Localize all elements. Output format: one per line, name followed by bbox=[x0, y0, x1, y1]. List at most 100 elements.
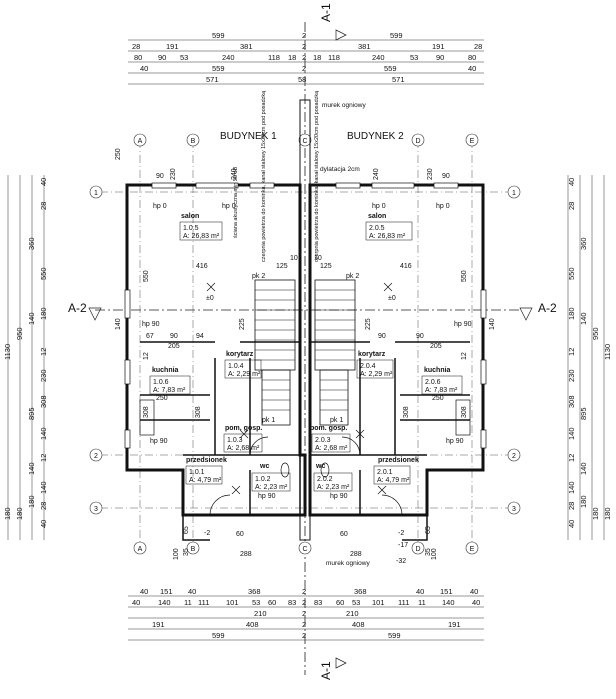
room-tag-box bbox=[185, 465, 223, 485]
dim-bottom: 210 bbox=[254, 609, 267, 618]
dim-inner: 230 bbox=[427, 168, 434, 180]
dim-right: 40 bbox=[567, 178, 576, 186]
dim-inner: 225 bbox=[239, 318, 246, 330]
room-name: pom. gosp. bbox=[310, 425, 347, 432]
dim-right: 12 bbox=[567, 348, 576, 356]
dim-left: 40 bbox=[39, 178, 48, 186]
dim-top: 90 bbox=[436, 53, 444, 62]
dim-left: 1130 bbox=[3, 344, 12, 360]
dim-top: 2 bbox=[302, 64, 306, 73]
dim-bottom: 53 bbox=[252, 598, 260, 607]
axis-label: 1 bbox=[94, 190, 98, 197]
room-tag-box bbox=[251, 472, 291, 492]
room-name: korytarz bbox=[358, 351, 386, 358]
dim-bottom: 408 bbox=[352, 620, 365, 629]
level-marker: -32 bbox=[396, 558, 406, 565]
toilet-icon bbox=[280, 462, 290, 478]
dim-left: 12 bbox=[39, 348, 48, 356]
room-number: 1.0.2 bbox=[255, 476, 271, 483]
dim-top: 18 bbox=[288, 53, 296, 62]
room-tag-box bbox=[223, 433, 263, 453]
dim-inner: 12 bbox=[461, 352, 468, 360]
room-tag-box bbox=[311, 433, 351, 453]
dim-top: 2 bbox=[302, 31, 306, 40]
axis-label: 2 bbox=[512, 453, 516, 460]
dim-bottom: 2 bbox=[302, 587, 306, 596]
dim-top: 40 bbox=[140, 64, 148, 73]
dim-bottom: 140 bbox=[158, 598, 171, 607]
section-arrow-icon bbox=[519, 307, 533, 321]
dim-inner: 35 bbox=[425, 548, 432, 556]
dim-bottom: 40 bbox=[470, 587, 478, 596]
level-marker: ±0 bbox=[388, 295, 396, 302]
dim-inner: 250 bbox=[156, 395, 168, 402]
level-marker: -2 bbox=[204, 530, 210, 537]
dim-bottom: 2 bbox=[302, 609, 306, 618]
window-height-label: hp 0 bbox=[436, 203, 450, 210]
kitchen-counter-icon bbox=[455, 399, 471, 436]
window-height-label: hp 90 bbox=[330, 493, 348, 500]
dim-bottom: 83 bbox=[314, 598, 322, 607]
axis-label: A bbox=[138, 546, 143, 553]
dim-right: 950 bbox=[591, 327, 600, 340]
dim-inner: 416 bbox=[400, 263, 412, 270]
dim-top: 240 bbox=[222, 53, 235, 62]
note-firewall-top: murek ogniowy bbox=[322, 102, 366, 109]
axis-label: E bbox=[470, 138, 475, 145]
room-tag-box bbox=[179, 221, 223, 241]
door-swing-icon bbox=[209, 494, 231, 516]
dim-left: 12 bbox=[39, 454, 48, 462]
room-area: A: 2,29 m² bbox=[228, 371, 261, 378]
dim-top: 118 bbox=[268, 53, 280, 62]
dim-right: 40 bbox=[567, 520, 576, 528]
dim-bottom: 191 bbox=[448, 620, 461, 629]
window-height-label: hp 0 bbox=[153, 203, 167, 210]
room-tag-box bbox=[373, 465, 411, 485]
door-swing-icon bbox=[381, 494, 403, 516]
dim-bottom: 40 bbox=[416, 587, 424, 596]
room-area: A: 2,29 m² bbox=[360, 371, 393, 378]
axis-bubbles bbox=[89, 133, 521, 555]
room-area: A: 4,79 m² bbox=[189, 477, 222, 484]
dim-left: 140 bbox=[39, 481, 48, 494]
dim-right: 180 bbox=[603, 507, 612, 520]
windows bbox=[124, 182, 487, 449]
axis-label: D bbox=[415, 138, 420, 145]
column-marker-icon bbox=[383, 282, 393, 292]
dim-inner: 140 bbox=[115, 318, 122, 330]
dim-inner: 225 bbox=[365, 318, 372, 330]
dim-inner: 140 bbox=[489, 318, 496, 330]
walls bbox=[125, 99, 485, 541]
dim-inner: 250 bbox=[432, 395, 444, 402]
dim-top: 28 bbox=[132, 42, 140, 51]
dim-bottom: 111 bbox=[198, 598, 209, 607]
kitchen-counter-icon bbox=[139, 399, 155, 436]
dim-top: 28 bbox=[474, 42, 482, 51]
window-height-label: hp 90 bbox=[454, 321, 472, 328]
dim-left: 180 bbox=[39, 307, 48, 320]
building-title-2: BUDYNEK 2 bbox=[347, 131, 404, 142]
dim-inner: 308 bbox=[403, 406, 410, 418]
dim-inner: 288 bbox=[350, 551, 362, 558]
room-tag-box bbox=[365, 221, 413, 241]
room-name: przedsionek bbox=[186, 457, 227, 464]
dim-left: 140 bbox=[27, 312, 36, 325]
axis-label: A bbox=[138, 138, 143, 145]
dim-inner: 308 bbox=[195, 406, 202, 418]
dim-left: 308 bbox=[39, 395, 48, 408]
level-marker: pk 1 bbox=[262, 417, 275, 424]
room-area: A: 7,83 m² bbox=[425, 387, 458, 394]
dim-right: 230 bbox=[567, 369, 576, 382]
dim-inner: 205 bbox=[168, 343, 180, 350]
dim-left: 180 bbox=[15, 507, 24, 520]
dim-right: 550 bbox=[567, 267, 576, 280]
dim-inner: 100 bbox=[431, 548, 438, 560]
dim-left: 895 bbox=[27, 407, 36, 420]
room-tag-box bbox=[421, 375, 463, 395]
dim-top: 599 bbox=[390, 31, 403, 40]
room-tag-box bbox=[224, 359, 262, 379]
room-number: 2.0.3 bbox=[315, 437, 331, 444]
section-arrow-icon bbox=[335, 29, 347, 41]
room-number: 1.0.1 bbox=[189, 469, 205, 476]
